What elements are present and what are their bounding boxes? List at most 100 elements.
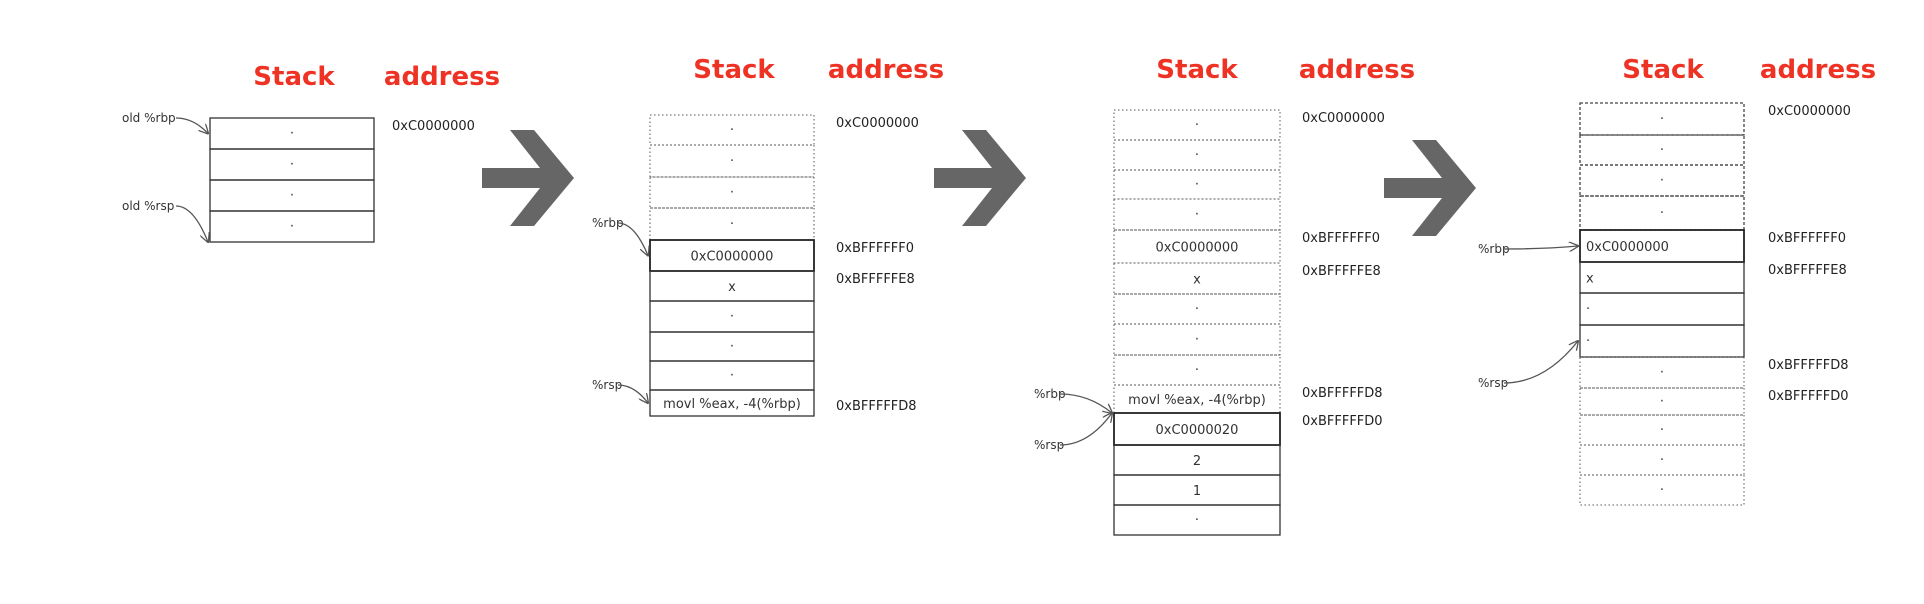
stack-cell: movl %eax, -4(%rbp) <box>1113 384 1281 414</box>
stack-cell-value: . <box>290 123 294 138</box>
stack-cell: . <box>649 331 815 362</box>
stack-cell: . <box>1579 387 1745 416</box>
stack-cell-value: . <box>1586 298 1590 313</box>
stack-cell-value: 2 <box>1193 454 1201 469</box>
pointer-arrow <box>1503 246 1578 249</box>
stack-cell: . <box>649 207 815 241</box>
address-header: address <box>828 55 944 85</box>
pointer-label: %rsp <box>1478 376 1508 390</box>
stack-cell: movl %eax, -4(%rbp) <box>649 389 815 417</box>
stack-cell: . <box>1579 324 1745 358</box>
address-header: address <box>384 62 500 92</box>
stack-cell: . <box>1579 356 1745 389</box>
stack-cell-value: . <box>1195 329 1199 344</box>
stack-cell: 0xC0000000 <box>649 239 815 272</box>
stack-cell: 0xC0000000 <box>1113 229 1281 264</box>
stack-cell-value: . <box>730 150 734 165</box>
pointer-arrow <box>175 117 208 134</box>
address-label: 0xBFFFFFF0 <box>1768 231 1846 246</box>
transition-arrow-icon <box>1384 140 1476 236</box>
stack-cell-value: . <box>1660 139 1664 154</box>
stack-cell: . <box>1113 354 1281 386</box>
stack-cell-value: . <box>290 185 294 200</box>
address-label: 0xBFFFFFE8 <box>1768 263 1847 278</box>
stack-cell: 2 <box>1113 444 1281 476</box>
stack-cell: x <box>649 270 815 302</box>
stack-cell: . <box>1579 134 1745 166</box>
stack-cell-value: 0xC0000000 <box>1586 240 1669 255</box>
stack-cell: . <box>1579 414 1745 446</box>
stack-cell-value: 0xC0000000 <box>1156 241 1239 256</box>
stack-cell: . <box>209 210 375 243</box>
stack-cell-value: . <box>1660 449 1664 464</box>
stack-cell: . <box>1579 444 1745 476</box>
pointer-rsp: %rsp <box>1034 413 1112 452</box>
pointer-arrow <box>175 205 208 242</box>
pointer-arrow <box>1059 413 1112 446</box>
stack-cell-value: . <box>730 213 734 228</box>
stack-cell-value: . <box>730 306 734 321</box>
stack-cell-value: . <box>1660 419 1664 434</box>
stack-header: Stack <box>1156 55 1238 85</box>
pointer-oldrbp: old %rbp <box>122 111 208 134</box>
stack-cell: . <box>1113 198 1281 231</box>
stack-cell-value: movl %eax, -4(%rbp) <box>1128 393 1266 408</box>
stack-cell-value: . <box>1660 202 1664 217</box>
stack-cell: x <box>1113 262 1281 295</box>
stack-cell: . <box>649 176 815 209</box>
address-label: 0xBFFFFFD0 <box>1768 389 1849 404</box>
address-label: 0xC0000000 <box>1768 104 1851 119</box>
stack-cell-value: x <box>1193 273 1201 288</box>
pointer-label: %rsp <box>1034 438 1064 452</box>
stack-cell: 1 <box>1113 474 1281 506</box>
stack-cell: . <box>649 360 815 391</box>
pointer-arrow <box>617 222 648 256</box>
pointer-label: old %rbp <box>122 111 176 125</box>
stack-cell-value: . <box>290 216 294 231</box>
stack-cell-value: . <box>1660 108 1664 123</box>
address-label: 0xBFFFFFE8 <box>836 272 915 287</box>
stack-cell-value: . <box>1195 114 1199 129</box>
stack-cell-value: movl %eax, -4(%rbp) <box>663 397 801 412</box>
stack-cell-value: . <box>730 119 734 134</box>
stack-cell-value: . <box>1195 144 1199 159</box>
stack-header: Stack <box>693 55 775 85</box>
address-label: 0xC0000000 <box>836 116 919 131</box>
transition-arrow-icon <box>482 130 574 226</box>
stack-cell-value: . <box>1195 359 1199 374</box>
stack-cell: . <box>649 300 815 333</box>
pointer-label: %rbp <box>1034 387 1066 401</box>
stack-cell-value: 0xC0000020 <box>1156 423 1239 438</box>
pointer-rbp: %rbp <box>592 216 648 256</box>
pointer-rsp: %rsp <box>592 378 648 403</box>
address-label: 0xBFFFFFF0 <box>1302 231 1380 246</box>
address-label: 0xC0000000 <box>392 119 475 134</box>
stack-panel-2: Stack address.... 0xC0000000 x... movl %eax,… <box>592 55 944 417</box>
stack-cell-value: . <box>1586 330 1590 345</box>
transition-arrow-icon <box>934 130 1026 226</box>
stack-cell-value: . <box>1660 391 1664 406</box>
stack-header: Stack <box>253 62 335 92</box>
stack-cell-value: . <box>290 154 294 169</box>
address-label: 0xC0000000 <box>1302 111 1385 126</box>
address-label: 0xBFFFFFE8 <box>1302 264 1381 279</box>
stack-cell-value: . <box>1195 204 1199 219</box>
address-label: 0xBFFFFFD8 <box>1768 358 1849 373</box>
address-label: 0xBFFFFFD0 <box>1302 414 1383 429</box>
pointer-arrow <box>1503 341 1578 384</box>
stack-cell: 0xC0000000 <box>1579 229 1745 263</box>
stack-cell: . <box>649 144 815 178</box>
pointer-label: %rbp <box>592 216 624 230</box>
pointer-label: %rsp <box>592 378 622 392</box>
address-label: 0xBFFFFFF0 <box>836 241 914 256</box>
pointer-label: %rbp <box>1478 242 1510 256</box>
stack-cell-value: 0xC0000000 <box>691 250 774 265</box>
stack-cell-value: . <box>1195 174 1199 189</box>
address-header: address <box>1760 55 1876 85</box>
stack-cell: x <box>1579 261 1745 294</box>
stack-cell: . <box>1113 293 1281 325</box>
